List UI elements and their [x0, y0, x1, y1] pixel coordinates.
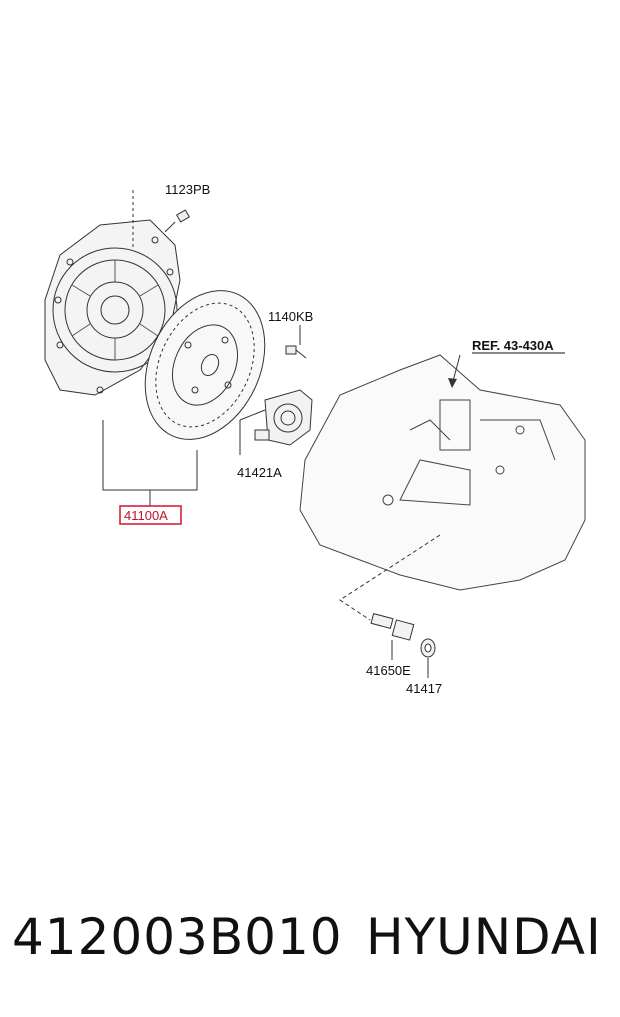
washer: [420, 638, 436, 658]
bolt-top: [164, 209, 191, 233]
label-41421a: 41421A: [237, 465, 282, 480]
label-41650e: 41650E: [366, 663, 411, 678]
label-1140kb: 1140KB: [268, 309, 313, 324]
label-1123pb: 1123PB: [165, 182, 210, 197]
transmission-housing: [299, 354, 586, 591]
clutch-disc: [144, 290, 266, 440]
brand-name: HYUNDAI: [366, 908, 602, 966]
label-41100a: 41100A: [124, 508, 168, 523]
label-reference: REF. 43-430A: [472, 338, 554, 353]
bolt-right: [285, 345, 307, 359]
release-bearing: [239, 389, 313, 446]
part-number: 412003B010: [12, 908, 343, 966]
sensor: [370, 612, 415, 641]
assembly-bracket: [102, 420, 198, 506]
parts-diagram: 1123PB 1140KB REF. 43-430A 41421A 41100A…: [44, 182, 586, 696]
highlight-box: [119, 505, 182, 525]
footer: 412003B010 HYUNDAI: [0, 900, 620, 980]
label-41417: 41417: [406, 681, 442, 696]
